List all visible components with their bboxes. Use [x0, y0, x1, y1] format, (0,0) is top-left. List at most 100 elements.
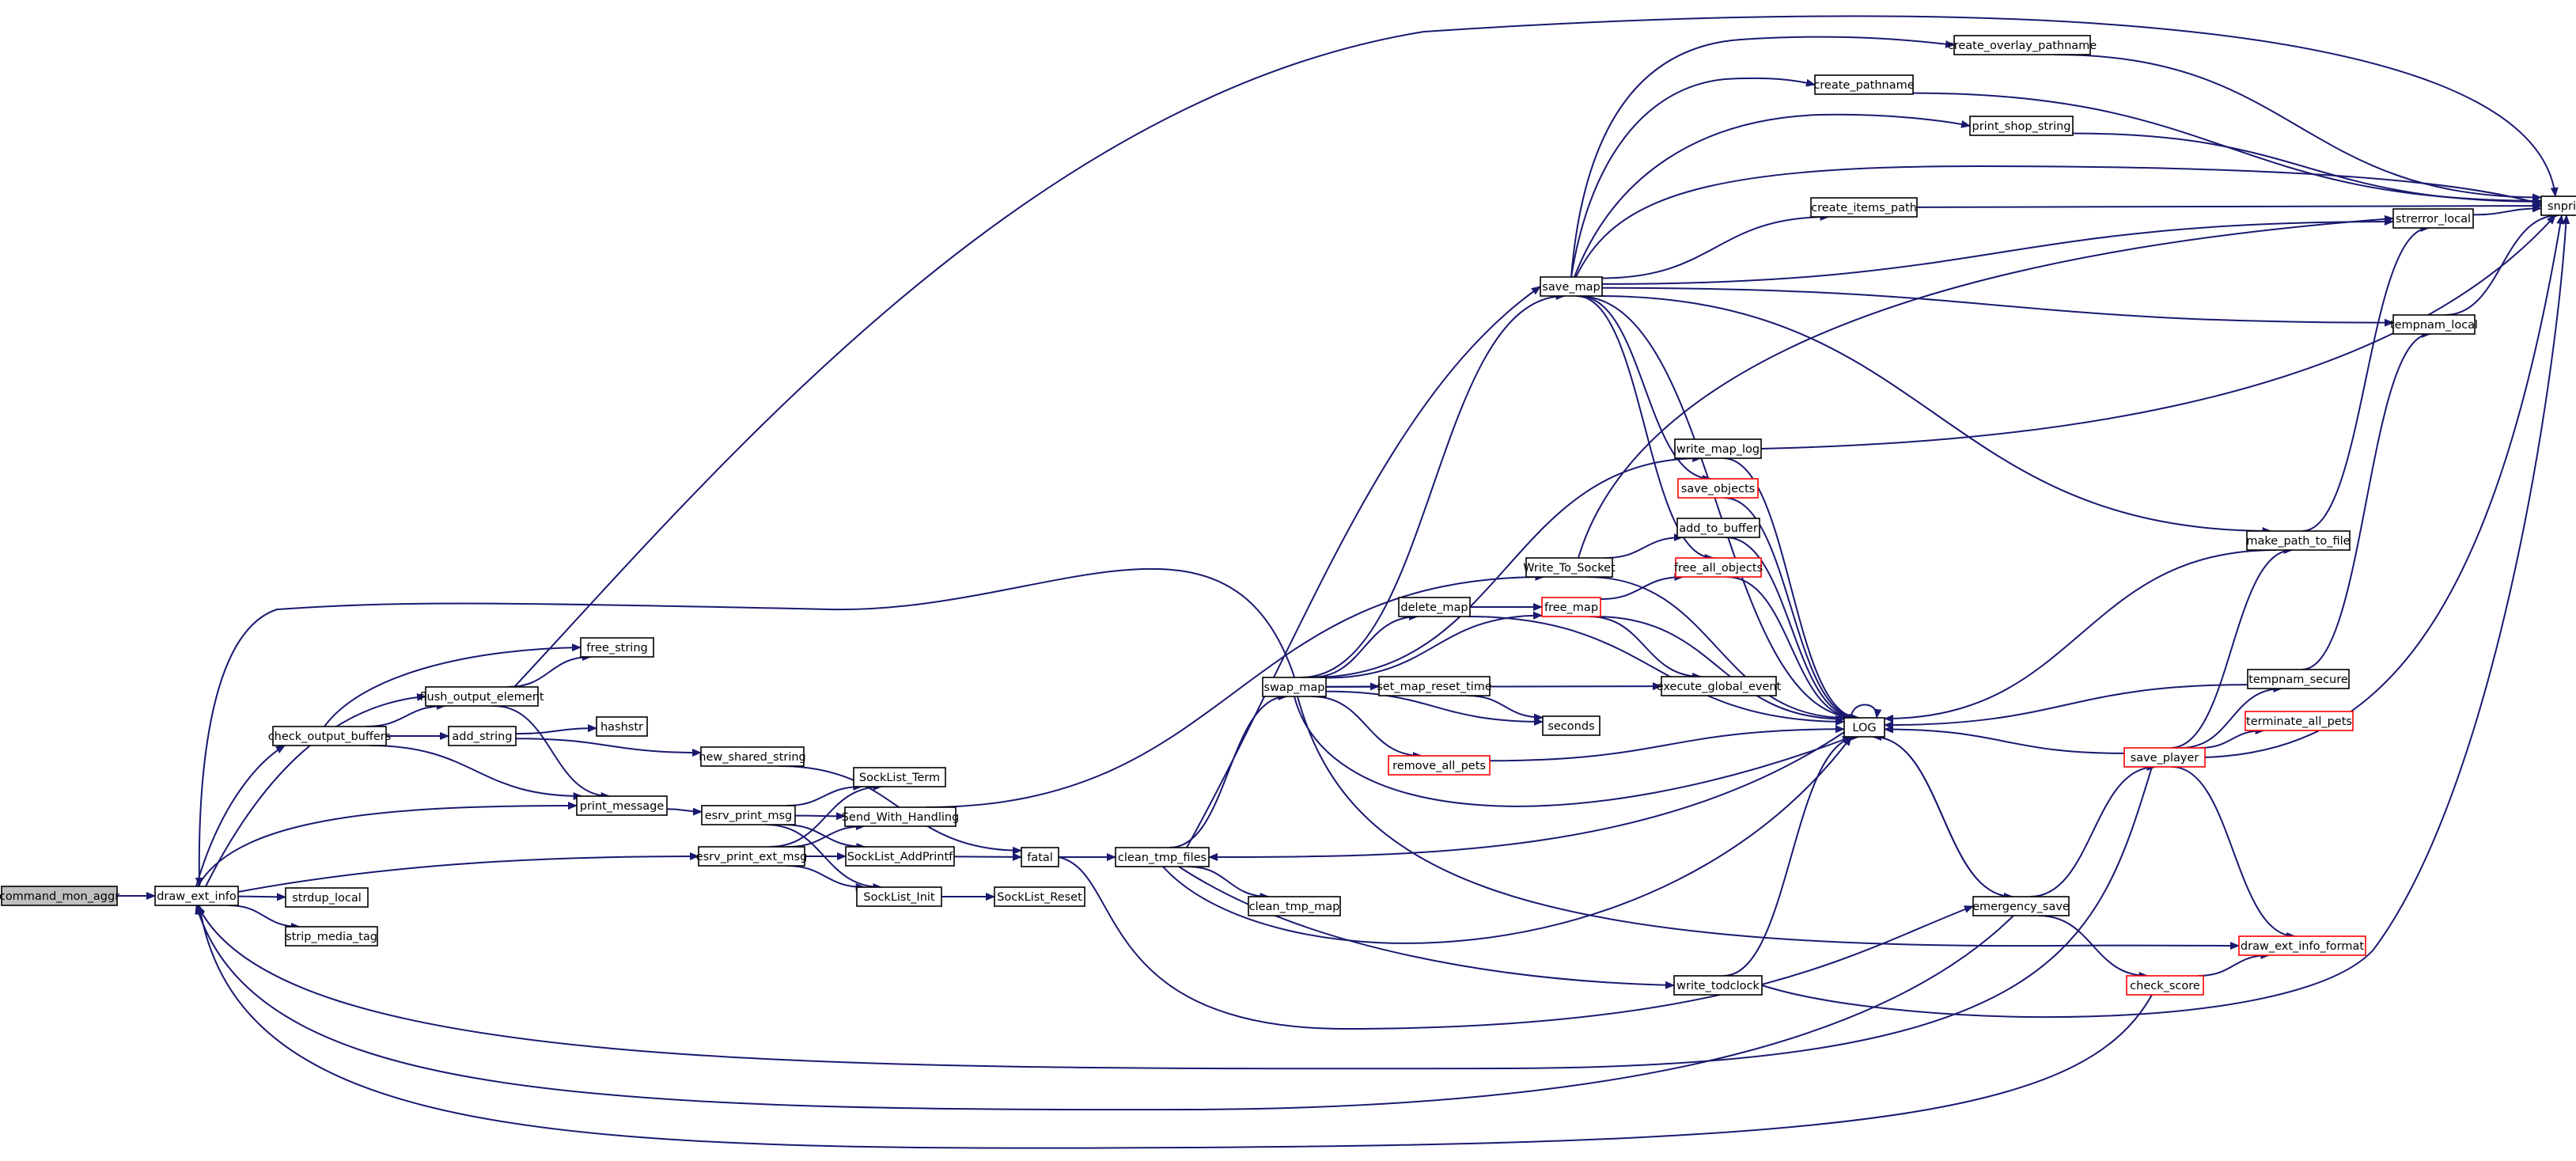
node-box[interactable] — [1540, 276, 1603, 297]
node-create_overlay_pathname[interactable]: create_overlay_pathname — [1948, 35, 2097, 55]
node-box[interactable] — [1673, 975, 1763, 996]
node-box[interactable] — [596, 716, 648, 737]
node-box[interactable] — [1388, 755, 1491, 776]
node-esrv_print_ext_msg[interactable]: esrv_print_ext_msg — [696, 846, 808, 867]
node-remove_all_pets[interactable]: remove_all_pets — [1388, 755, 1491, 776]
node-clean_tmp_map[interactable]: clean_tmp_map — [1248, 896, 1341, 916]
node-box[interactable] — [1677, 478, 1759, 499]
node-box[interactable] — [701, 805, 796, 825]
node-box[interactable] — [1969, 116, 2074, 136]
node-box[interactable] — [272, 726, 387, 746]
node-box[interactable] — [1810, 197, 1918, 218]
node-strerror_local[interactable]: strerror_local — [2392, 208, 2474, 229]
node-box[interactable] — [2392, 314, 2476, 335]
node-box[interactable] — [1378, 676, 1491, 696]
node-box[interactable] — [1398, 597, 1471, 617]
node-box[interactable] — [2238, 935, 2366, 956]
node-save_player[interactable]: save_player — [2123, 747, 2206, 768]
node-esrv_print_msg[interactable]: esrv_print_msg — [701, 805, 796, 825]
node-tempnam_secure[interactable]: tempnam_secure — [2247, 669, 2350, 689]
node-box[interactable] — [2126, 975, 2204, 996]
node-box[interactable] — [2245, 711, 2354, 731]
node-fatal[interactable]: fatal — [1021, 847, 1059, 867]
node-SockList_Init[interactable]: SockList_Init — [856, 886, 942, 907]
node-free_all_objects[interactable]: free_all_objects — [1674, 557, 1763, 578]
node-strdup_local[interactable]: strdup_local — [285, 887, 369, 908]
node-box[interactable] — [154, 886, 239, 906]
node-tempnam_local[interactable]: tempnam_local — [2390, 314, 2478, 335]
node-hashstr[interactable]: hashstr — [596, 716, 648, 737]
node-box[interactable] — [700, 746, 805, 767]
node-delete_map[interactable]: delete_map — [1398, 597, 1471, 617]
node-box[interactable] — [1262, 677, 1327, 697]
node-box[interactable] — [1542, 715, 1601, 736]
node-save_objects[interactable]: save_objects — [1677, 478, 1759, 499]
node-box[interactable] — [1115, 847, 1210, 867]
node-print_message[interactable]: print_message — [576, 795, 668, 816]
node-add_to_buffer[interactable]: add_to_buffer — [1676, 518, 1760, 538]
node-box[interactable] — [1676, 518, 1760, 538]
node-check_score[interactable]: check_score — [2126, 975, 2204, 996]
node-free_string[interactable]: free_string — [580, 637, 654, 658]
node-strip_media_tag[interactable]: strip_media_tag — [285, 926, 378, 947]
node-box[interactable] — [1525, 557, 1613, 578]
node-flush_output_element[interactable]: flush_output_element — [419, 686, 544, 707]
node-snprintf[interactable]: snprintf — [2540, 195, 2576, 216]
node-clean_tmp_files[interactable]: clean_tmp_files — [1115, 847, 1210, 867]
node-box[interactable] — [1661, 676, 1777, 696]
node-swap_map[interactable]: swap_map — [1262, 677, 1327, 697]
node-print_shop_string[interactable]: print_shop_string — [1969, 116, 2074, 136]
node-create_pathname[interactable]: create_pathname — [1813, 74, 1915, 95]
node-box[interactable] — [1972, 896, 2070, 916]
node-terminate_all_pets[interactable]: terminate_all_pets — [2245, 711, 2354, 731]
node-box[interactable] — [994, 886, 1085, 907]
node-write_map_log[interactable]: write_map_log — [1674, 438, 1762, 459]
node-box[interactable] — [1674, 438, 1762, 459]
node-execute_global_event[interactable]: execute_global_event — [1657, 676, 1782, 696]
node-box[interactable] — [1, 886, 118, 906]
node-box[interactable] — [844, 806, 957, 827]
node-box[interactable] — [425, 686, 539, 707]
node-box[interactable] — [1248, 896, 1341, 916]
node-box[interactable] — [580, 637, 654, 658]
node-seconds[interactable]: seconds — [1542, 715, 1601, 736]
node-box[interactable] — [856, 886, 942, 907]
node-emergency_save[interactable]: emergency_save — [1972, 896, 2070, 916]
node-Send_With_Handling[interactable]: Send_With_Handling — [842, 806, 960, 827]
node-SockList_Reset[interactable]: SockList_Reset — [994, 886, 1085, 907]
node-free_map[interactable]: free_map — [1541, 597, 1601, 617]
node-draw_ext_info[interactable]: draw_ext_info — [154, 886, 239, 906]
node-check_output_buffers[interactable]: check_output_buffers — [268, 726, 392, 746]
node-box[interactable] — [845, 846, 955, 867]
node-create_items_path[interactable]: create_items_path — [1810, 197, 1918, 218]
node-box[interactable] — [1541, 597, 1601, 617]
node-new_shared_string[interactable]: new_shared_string — [699, 746, 806, 767]
node-Write_To_Socket[interactable]: Write_To_Socket — [1523, 557, 1616, 578]
node-add_string[interactable]: add_string — [448, 726, 517, 746]
node-box[interactable] — [2123, 747, 2206, 768]
node-box[interactable] — [285, 887, 369, 908]
node-make_path_to_file[interactable]: make_path_to_file — [2246, 530, 2351, 551]
node-set_map_reset_time[interactable]: set_map_reset_time — [1377, 676, 1492, 696]
node-SockList_Term[interactable]: SockList_Term — [853, 767, 946, 787]
node-box[interactable] — [1021, 847, 1059, 867]
node-draw_ext_info_format[interactable]: draw_ext_info_format — [2238, 935, 2366, 956]
node-box[interactable] — [1814, 74, 1914, 95]
node-write_todclock[interactable]: write_todclock — [1673, 975, 1763, 996]
node-box[interactable] — [1843, 717, 1885, 738]
node-command_mon_aggr[interactable]: command_mon_aggr — [0, 886, 119, 906]
node-box[interactable] — [1953, 35, 2091, 55]
node-box[interactable] — [1675, 557, 1762, 578]
node-box[interactable] — [2246, 530, 2351, 551]
node-SockList_AddPrintf[interactable]: SockList_AddPrintf — [845, 846, 955, 867]
node-box[interactable] — [448, 726, 517, 746]
node-box[interactable] — [576, 795, 668, 816]
node-box[interactable] — [2247, 669, 2350, 689]
node-box[interactable] — [285, 926, 378, 947]
node-LOG[interactable]: LOG — [1843, 717, 1885, 738]
node-save_map[interactable]: save_map — [1540, 276, 1603, 297]
node-box[interactable] — [853, 767, 946, 787]
node-box[interactable] — [2540, 195, 2576, 216]
node-box[interactable] — [2392, 208, 2474, 229]
node-box[interactable] — [698, 846, 805, 867]
